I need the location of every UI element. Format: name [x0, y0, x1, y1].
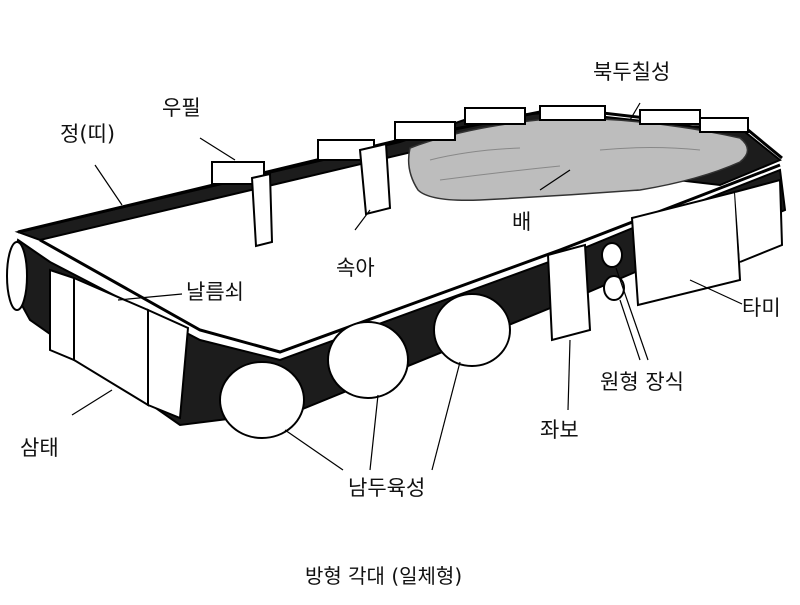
label-nalleumsoe: 날름쇠 — [186, 280, 244, 304]
label-upil: 우필 — [162, 96, 201, 120]
label-samtae: 삼태 — [20, 436, 59, 460]
namdu-plate-1 — [219, 361, 305, 439]
label-wonhyeong-jangsik: 원형 장식 — [600, 370, 684, 394]
samtae-plate-1 — [49, 268, 75, 362]
label-bae: 배 — [512, 210, 532, 234]
back-plate-4 — [464, 107, 526, 125]
left-end-ornament — [6, 241, 28, 311]
soga-loop-2 — [358, 142, 392, 216]
back-plate-5 — [539, 105, 606, 121]
tami-plate — [630, 190, 742, 307]
diagram-caption: 방형 각대 (일체형) — [305, 564, 463, 588]
label-jeong: 정(띠) — [60, 122, 116, 146]
samtae-plate-2 — [73, 276, 149, 407]
soga-loop-1 — [250, 172, 274, 248]
label-namduyukseong: 남두육성 — [348, 476, 426, 500]
jwabo-plate — [546, 243, 592, 342]
label-bukduchilseong: 북두칠성 — [593, 60, 671, 84]
label-soga: 속아 — [336, 256, 375, 280]
leader-lines — [71, 102, 743, 471]
back-plate-6 — [639, 109, 701, 125]
round-ornament-1 — [601, 242, 623, 268]
samtae-plate-3 — [147, 308, 190, 420]
back-plate-7 — [699, 117, 749, 133]
label-tami: 타미 — [742, 296, 781, 320]
back-plate-3 — [394, 121, 456, 141]
namdu-plate-3 — [433, 293, 511, 367]
round-ornament-2 — [603, 275, 625, 301]
namdu-plate-2 — [327, 321, 409, 399]
label-jwabo: 좌보 — [540, 418, 579, 442]
back-plate-1 — [211, 161, 265, 185]
